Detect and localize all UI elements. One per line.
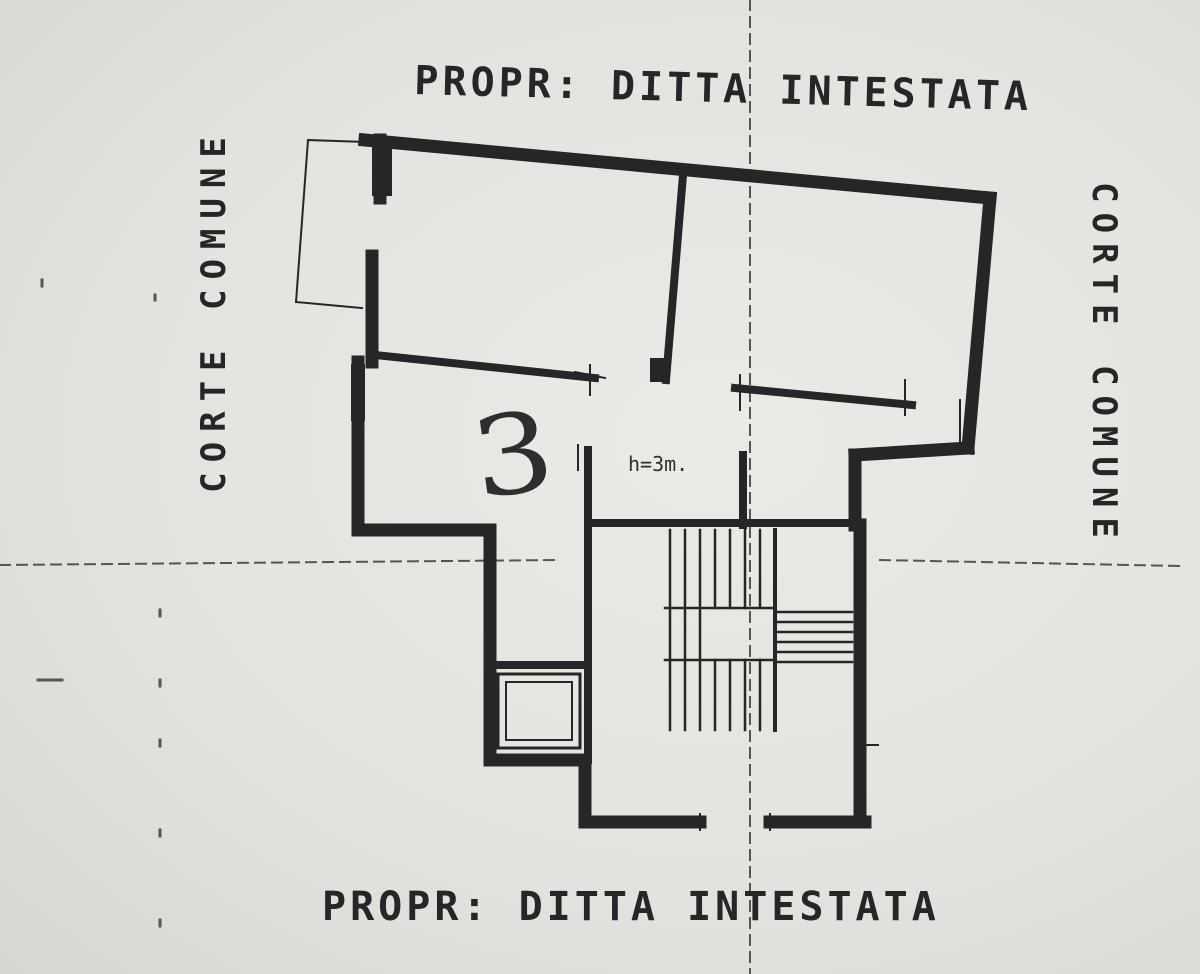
balcony-outline [294,138,367,310]
label-left-courtyard-wrap: CORTE COMUNE [184,70,244,550]
ceiling-height-note: h=3m. [628,452,689,476]
label-right-courtyard-wrap: CORTE COMUNE [1074,125,1134,605]
shaft-inner [505,681,573,741]
shaft [496,672,582,750]
label-left-courtyard: CORTE COMUNE [194,127,235,493]
staircase [663,528,854,732]
label-bottom-owner: PROPR: DITTA INTESTATA [322,884,940,930]
pillar [372,140,392,196]
label-right-courtyard: CORTE COMUNE [1084,182,1125,548]
unit-number: 3 [464,386,562,524]
pillar [650,358,670,382]
stray-marks [36,278,162,928]
interior-walls [370,170,917,764]
opening-ticks [351,364,973,831]
